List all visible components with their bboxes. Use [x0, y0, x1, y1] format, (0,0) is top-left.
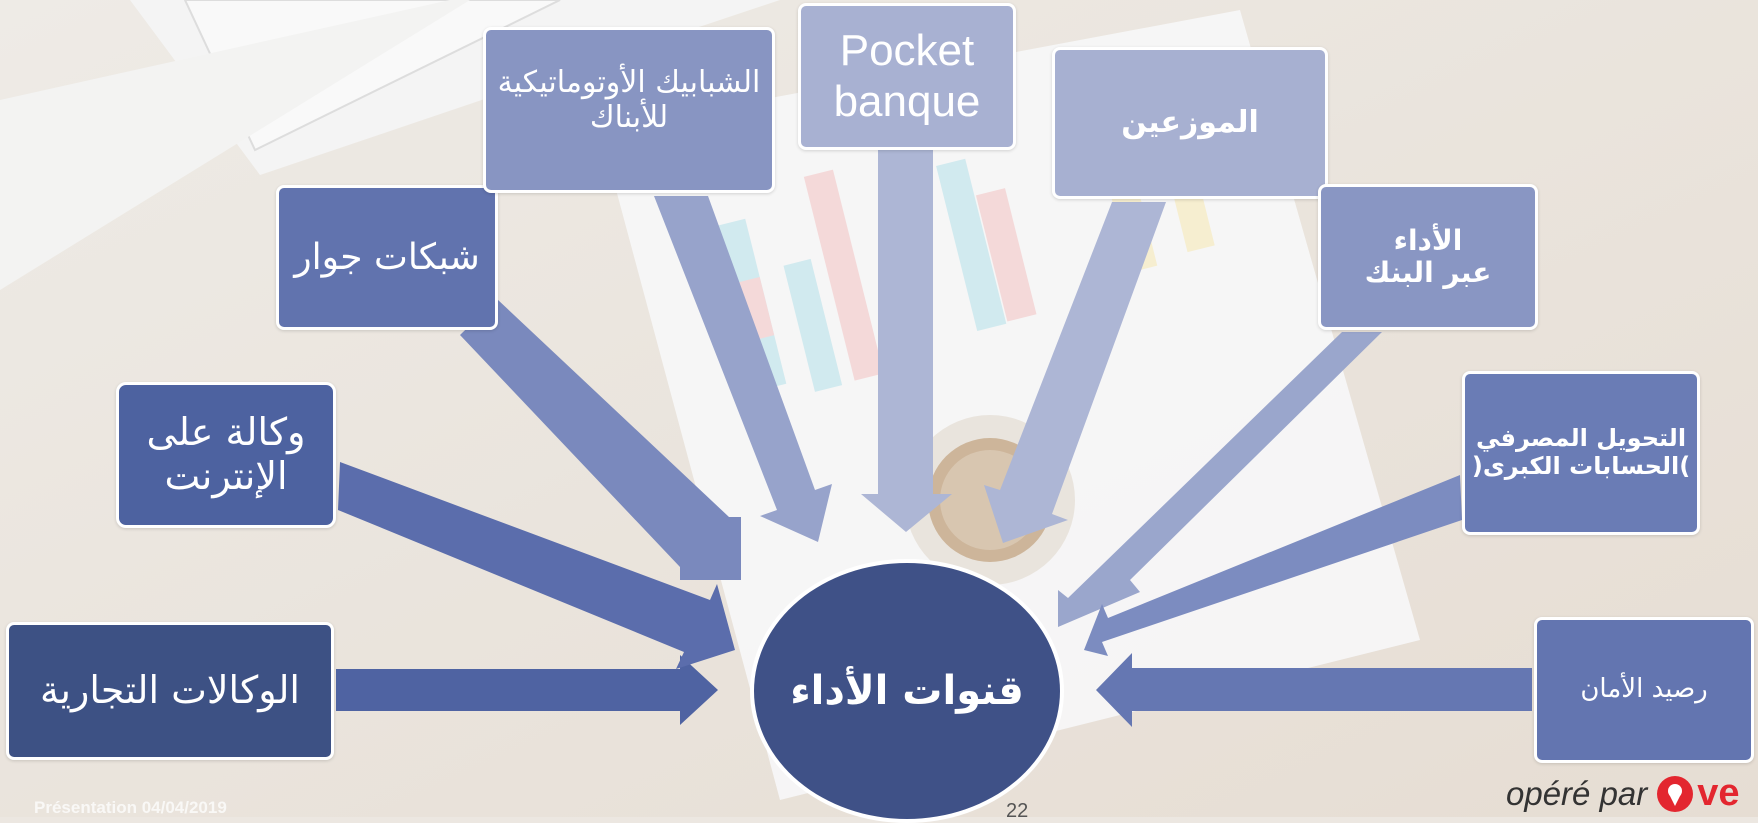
box-online-agency: وكالة على الإنترنت: [116, 382, 336, 528]
center-label: قنوات الأداء: [790, 668, 1024, 714]
arrow-transfer: [1084, 475, 1462, 656]
label-bank-payment-line2: عبر البنك: [1364, 256, 1492, 289]
arrow-distributors: [984, 202, 1166, 543]
arrow-bank-payment: [1058, 332, 1382, 627]
page-number: 22: [1006, 800, 1029, 822]
label-safety-balance: رصيد الأمان: [1580, 674, 1708, 705]
label-pocket-line2: banque: [833, 76, 981, 126]
arrow-commercial-agencies: [336, 655, 718, 725]
box-pocket-banque: Pocket banque: [798, 3, 1016, 150]
footer-presentation-date: Présentation 04/04/2019: [34, 798, 227, 817]
box-distributors: الموزعين: [1052, 47, 1328, 199]
box-atms: الشبابيك الأوتوماتيكية للأبناك: [483, 27, 775, 193]
label-commercial-agencies: الوكالات التجارية: [40, 668, 300, 713]
label-distributors: الموزعين: [1121, 104, 1259, 140]
arrow-online-agency: [338, 462, 735, 669]
box-transfer: التحويل المصرفي )الحسابات الكبرى(: [1462, 371, 1700, 535]
label-online-agency-line2: الإنترنت: [164, 454, 288, 498]
box-safety-balance: رصيد الأمان: [1534, 617, 1754, 763]
label-online-agency-line1: وكالة على: [146, 410, 306, 455]
arrow-atms: [654, 196, 832, 542]
label-transfer-line1: التحويل المصرفي: [1475, 424, 1687, 453]
box-neighborhood-networks: شبكات جوار: [276, 185, 498, 330]
logo-brand: ve: [1697, 772, 1740, 814]
label-pocket-line1: Pocket: [839, 25, 975, 75]
pin-icon: [1657, 775, 1694, 812]
arrow-neighborhood: [460, 299, 741, 580]
box-commercial-agencies: الوكالات التجارية: [6, 622, 334, 760]
label-atms-line2: للأبناك: [589, 99, 669, 135]
arrow-safety-balance: [1096, 653, 1532, 727]
label-atms-line1: الشبابيك الأوتوماتيكية: [497, 65, 761, 100]
box-bank-payment: الأداء عبر البنك: [1318, 184, 1538, 330]
operator-logo: opéré par ve: [1506, 772, 1740, 815]
label-transfer-line2: )الحسابات الكبرى(: [1471, 452, 1691, 480]
logo-text: opéré par: [1506, 774, 1648, 812]
label-bank-payment-line1: الأداء: [1393, 223, 1463, 257]
label-neighborhood-networks: شبكات جوار: [294, 236, 480, 278]
arrow-pocket: [861, 150, 952, 532]
center-node: قنوات الأداء: [750, 559, 1064, 823]
